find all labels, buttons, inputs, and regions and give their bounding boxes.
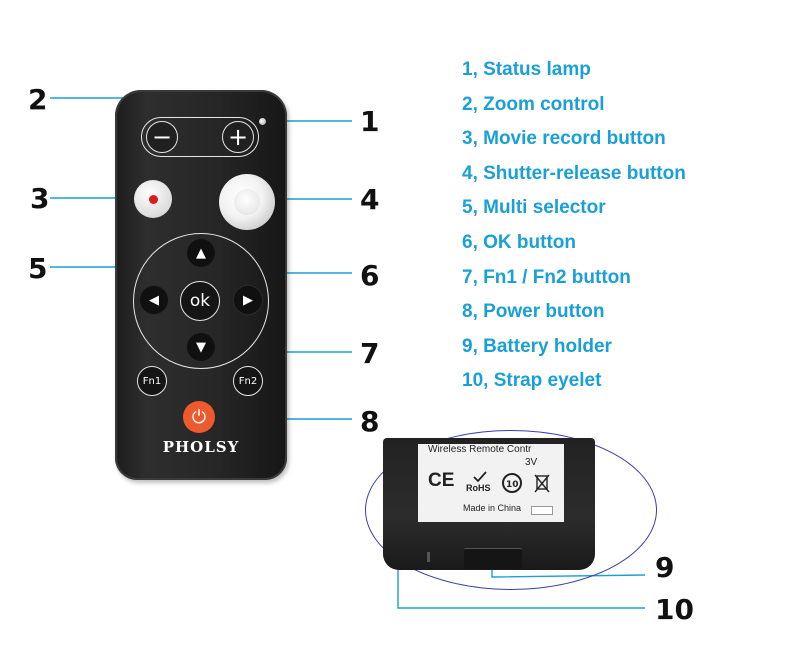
ok-button[interactable]: ok [180,281,220,321]
fn2-button[interactable]: Fn2 [233,366,263,396]
legend: 1, Status lamp 2, Zoom control 3, Movie … [462,56,782,402]
zoom-in-button[interactable]: + [222,121,254,153]
zoom-control-bezel [141,117,259,157]
callout-2: 2 [28,83,48,116]
voltage-label: 3V [525,457,538,468]
legend-item: 1, Status lamp [462,59,591,80]
legend-item: 7, Fn1 / Fn2 button [462,266,631,288]
legend-item: 10, Strap eyelet [462,370,602,392]
left-arrow-button[interactable]: ◀ [139,285,169,315]
legend-item: 2, Zoom control [462,93,605,115]
legend-item: 8, Power button [462,301,605,323]
callout-5: 5 [28,252,48,285]
made-in-label: Made in China [463,503,522,513]
callout-10: 10 [655,593,694,626]
check-mark-icon [473,471,487,483]
callout-8: 8 [360,405,380,438]
legend-item: 5, Multi selector [462,197,606,219]
back-header-text: Wireless Remote Contr [428,444,532,455]
ce-mark: CE [428,470,455,491]
callout-6: 6 [360,259,380,292]
callout-1: 1 [360,105,380,138]
serial-label-box [531,506,553,515]
rohs-mark: RoHS [466,483,491,493]
callout-4: 4 [360,183,380,216]
up-arrow-button[interactable]: ▲ [186,238,216,268]
shutter-release-button[interactable] [219,174,275,230]
leader-line-strap [397,556,645,609]
power-icon: ⏻ [191,406,207,428]
record-dot-icon [148,194,158,204]
down-arrow-button[interactable]: ▼ [186,332,216,362]
back-view-outline [365,430,657,590]
callout-3: 3 [30,182,50,215]
callout-7: 7 [360,337,380,370]
power-button[interactable]: ⏻ [183,401,215,433]
fn1-button[interactable]: Fn1 [137,366,167,396]
right-arrow-button[interactable]: ▶ [233,285,263,315]
movie-record-button[interactable] [134,180,172,218]
multi-selector-ring [133,233,269,369]
brand-logo: PHOLSY [162,438,240,456]
legend-item: 4, Shutter-release button [462,162,686,184]
legend-item: 6, OK button [462,231,576,253]
legend-item: 9, Battery holder [462,335,612,357]
strap-eyelet[interactable] [427,552,430,562]
legend-item: 3, Movie record button [462,128,666,150]
zoom-out-button[interactable]: − [146,121,178,153]
weee-bin-icon [534,474,550,493]
callout-9: 9 [655,551,675,584]
status-lamp [259,118,266,125]
shutter-button-face [234,189,260,215]
recycle-10-icon: 10 [502,473,522,493]
battery-holder[interactable] [464,548,522,569]
svg-text:10: 10 [506,480,519,490]
